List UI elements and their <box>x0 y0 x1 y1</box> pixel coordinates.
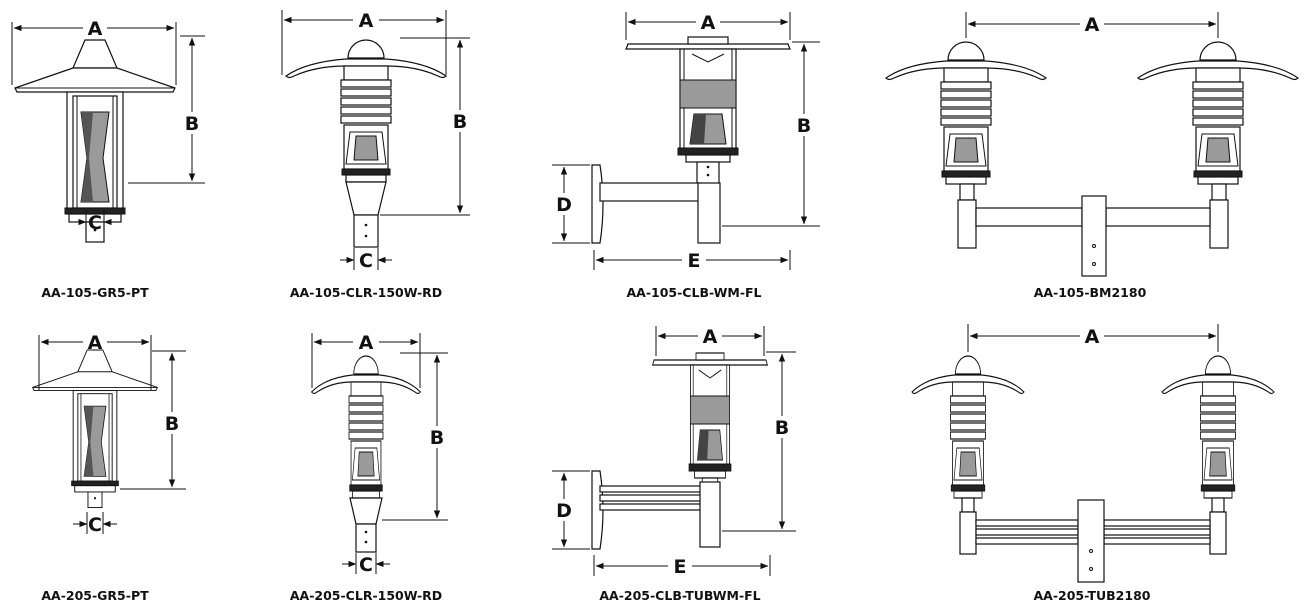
dimension-label-a: A <box>359 10 374 32</box>
fixture-aa-105-bm2180: A <box>885 12 1299 277</box>
caption: AA-205-CLB-TUBWM-FL <box>599 588 760 603</box>
dimension-label-b: B <box>775 417 789 439</box>
dimension-label-c: C <box>359 554 373 576</box>
dimension-label-a: A <box>1085 14 1100 36</box>
dimension-label-e: E <box>674 556 687 578</box>
dimension-label-a: A <box>701 12 716 34</box>
fixture-aa-105-gr5-pt: A B C <box>11 18 205 243</box>
dimension-label-c: C <box>88 514 102 536</box>
dimension-label-b: B <box>430 427 444 449</box>
fixture-aa-105-clr-150w-rd: A B C <box>281 10 470 272</box>
caption: AA-205-GR5-PT <box>41 588 149 603</box>
dimension-label-a: A <box>359 332 374 354</box>
caption: AA-205-CLR-150W-RD <box>290 588 442 603</box>
dimension-label-b: B <box>797 115 811 137</box>
fixture-aa-105-clb-wm-fl: A B D E <box>552 12 820 272</box>
dimension-label-a: A <box>703 326 718 348</box>
caption: AA-105-GR5-PT <box>41 285 149 300</box>
fixture-aa-205-gr5-pt: A B C <box>32 332 186 536</box>
dimension-label-a: A <box>88 332 103 354</box>
dimension-label-b: B <box>185 113 199 135</box>
caption: AA-105-CLR-150W-RD <box>290 285 442 300</box>
fixture-aa-205-clb-tubwm-fl: A B D E <box>552 326 796 578</box>
caption: AA-105-CLB-WM-FL <box>626 285 761 300</box>
dimension-label-a: A <box>88 18 103 40</box>
dimension-label-b: B <box>165 413 179 435</box>
dimension-label-c: C <box>359 250 373 272</box>
caption: AA-205-TUB2180 <box>1034 588 1151 603</box>
dimension-label-a: A <box>1085 326 1100 348</box>
dimension-label-b: B <box>453 111 467 133</box>
fixture-aa-205-clr-150w-rd: A B C <box>311 332 448 576</box>
dimension-label-d: D <box>556 500 572 522</box>
dimension-label-d: D <box>556 194 572 216</box>
dimension-label-e: E <box>688 250 701 272</box>
fixture-aa-205-tub2180: A <box>911 324 1275 583</box>
caption: AA-105-BM2180 <box>1034 285 1147 300</box>
dimension-label-c: C <box>88 212 102 234</box>
